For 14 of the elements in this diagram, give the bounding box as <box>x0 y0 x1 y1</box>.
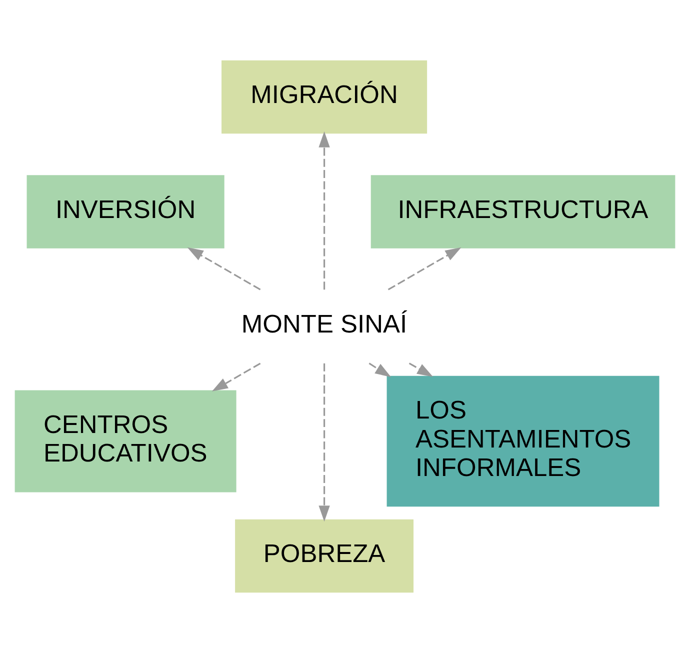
arrow <box>368 362 392 378</box>
node-box: INVERSIÓN <box>26 175 224 248</box>
node-box: CENTROS EDUCATIVOS <box>14 390 236 492</box>
node-box: INFRAESTRUCTURA <box>370 175 676 248</box>
arrow <box>388 247 462 290</box>
arrow <box>318 131 330 290</box>
arrow <box>187 247 261 290</box>
node-box: POBREZA <box>235 519 414 593</box>
arrow <box>318 363 330 522</box>
arrow <box>212 362 261 392</box>
node-box: LOS ASENTAMIENTOS INFORMALES <box>386 376 660 507</box>
arrow <box>408 362 434 377</box>
node-text: MONTE SINAÍ <box>241 310 408 339</box>
node-box: MIGRACIÓN <box>222 60 428 134</box>
